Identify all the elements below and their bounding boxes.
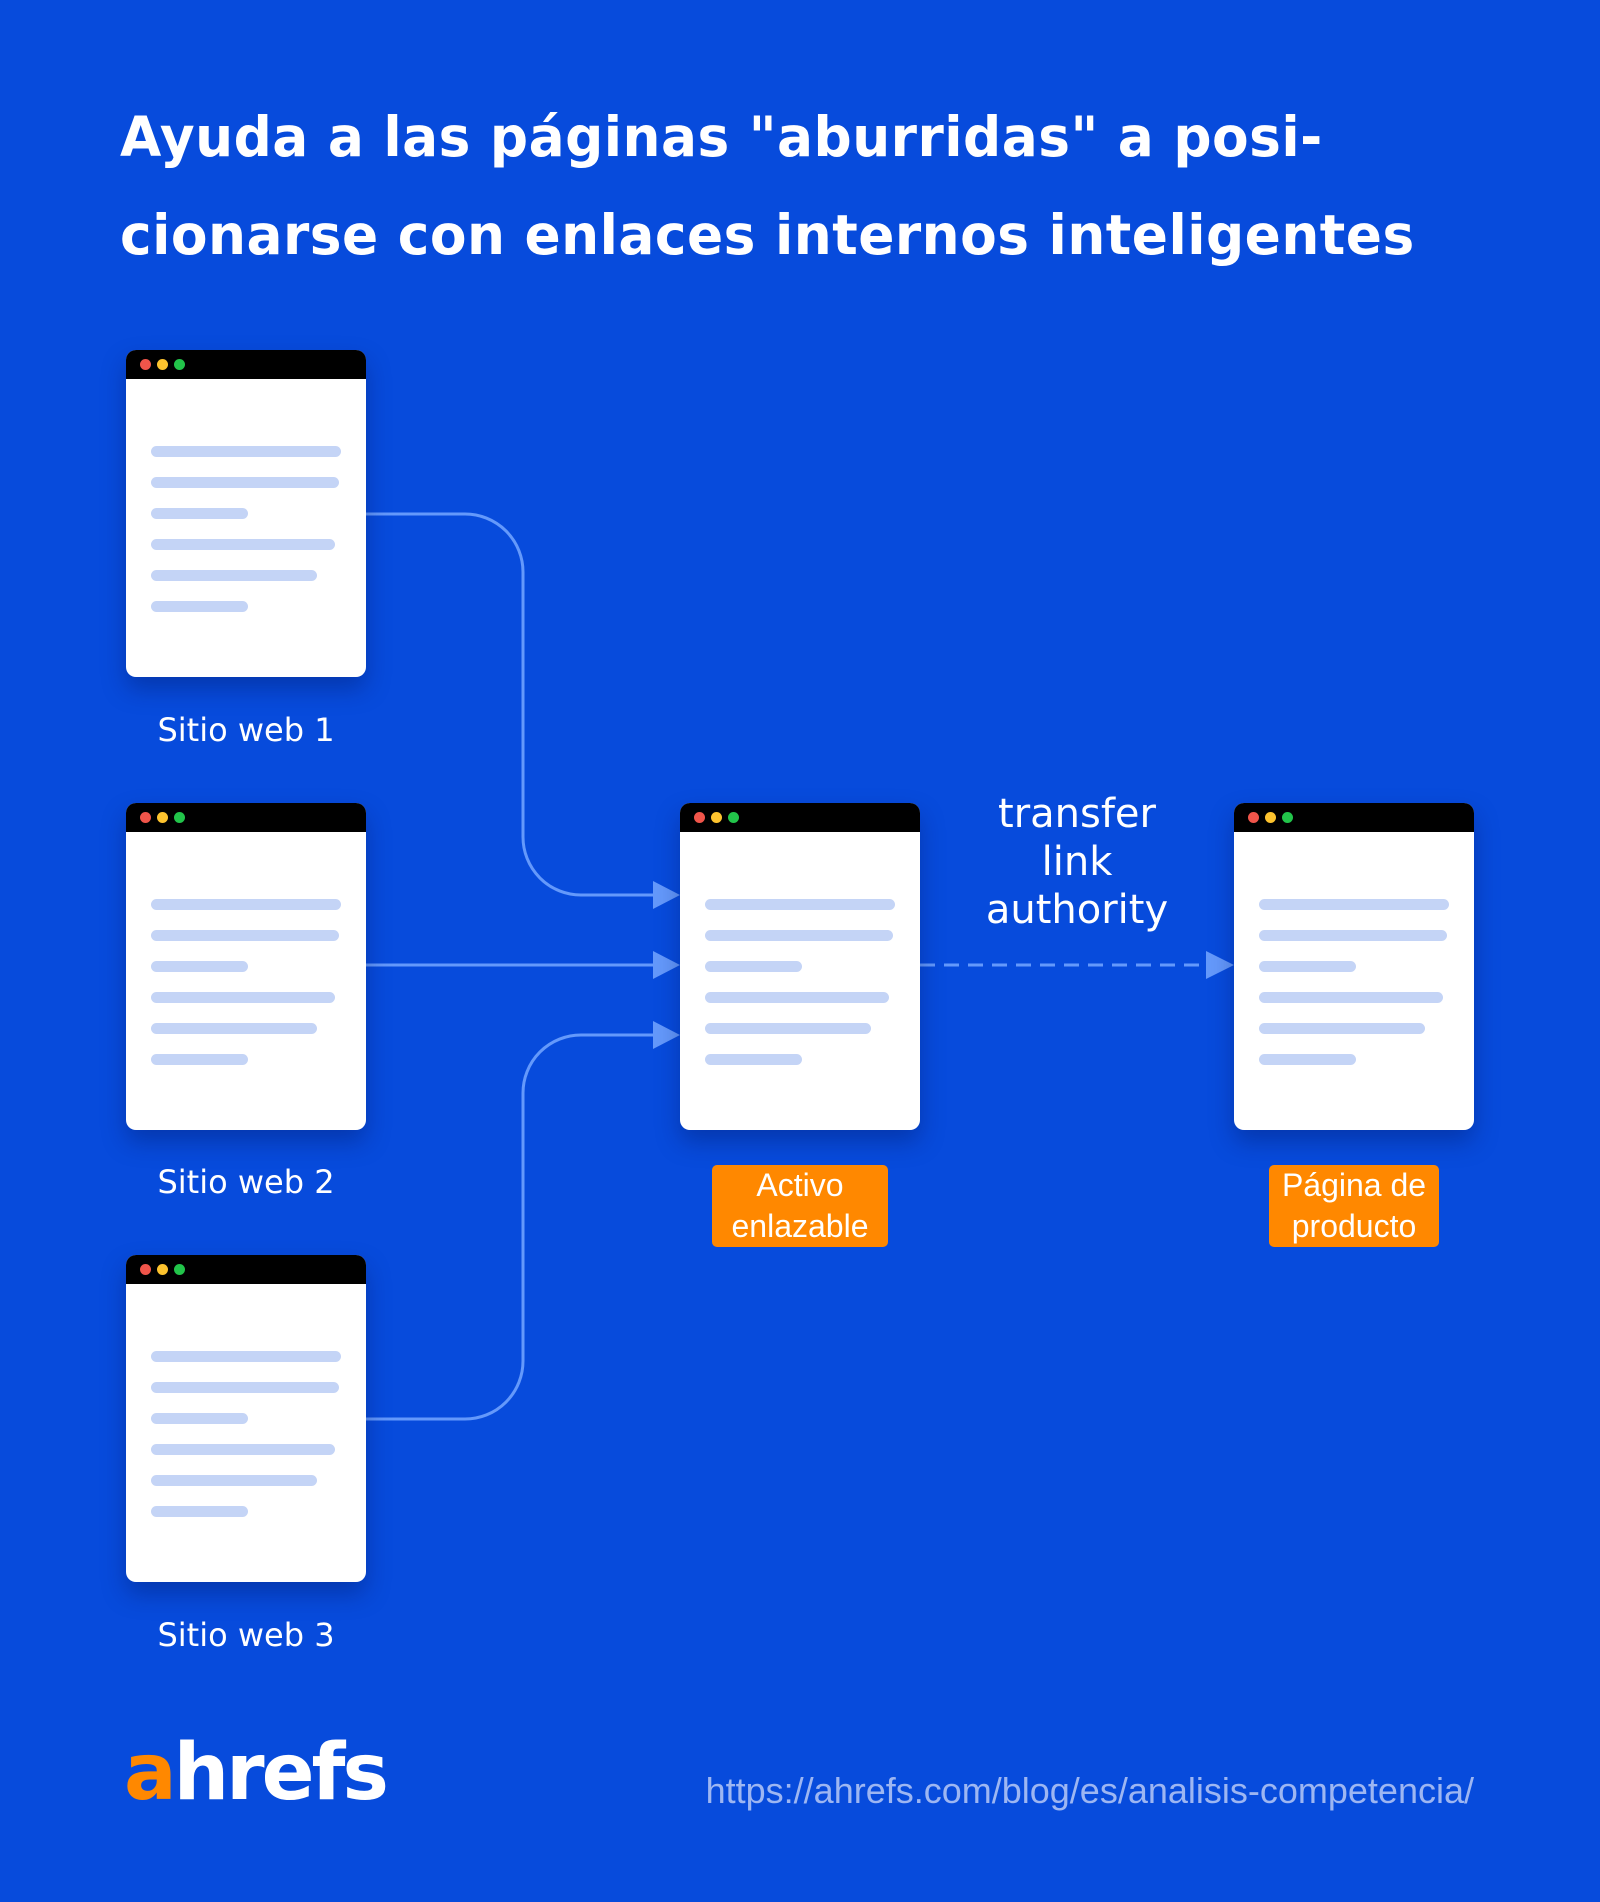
logo-accent: a [124, 1728, 177, 1818]
content-line [1259, 961, 1356, 972]
maximize-dot-icon [174, 359, 185, 370]
transfer-line-1: transfer [998, 791, 1156, 837]
arrow-right-icon [653, 951, 680, 979]
window-titlebar [126, 1255, 366, 1284]
transfer-link-authority-text: transfer link authority [957, 790, 1197, 934]
window-titlebar [680, 803, 920, 832]
content-line [705, 899, 895, 910]
connector-site1 [366, 512, 660, 897]
close-dot-icon [694, 812, 705, 823]
content-line [151, 477, 339, 488]
browser-window-icon [126, 803, 366, 1130]
maximize-dot-icon [174, 812, 185, 823]
transfer-line-3: authority [985, 887, 1169, 933]
hub-label-line-2: enlazable [731, 1208, 869, 1244]
close-dot-icon [140, 1264, 151, 1275]
minimize-dot-icon [157, 1264, 168, 1275]
minimize-dot-icon [157, 812, 168, 823]
content-line [705, 961, 802, 972]
page-title: Ayuda a las páginas "aburridas" a posi- … [120, 88, 1478, 284]
hub-label-line-1: Activo [756, 1167, 844, 1203]
window-titlebar [126, 350, 366, 379]
ahrefs-logo: ahrefs [124, 1728, 389, 1818]
content-line [1259, 992, 1443, 1003]
arrow-right-icon [653, 881, 680, 909]
content-line [151, 992, 335, 1003]
content-line [151, 539, 335, 550]
content-line [151, 601, 248, 612]
content-line [151, 570, 317, 581]
content-line [1259, 1054, 1356, 1065]
content-line [151, 1413, 248, 1424]
content-line [151, 899, 341, 910]
dashed-arrow-icon [1206, 951, 1234, 979]
logo-text: hrefs [173, 1728, 389, 1818]
content-line [151, 508, 248, 519]
content-line [151, 1475, 317, 1486]
content-line [1259, 899, 1449, 910]
content-line [151, 930, 339, 941]
content-line [151, 1054, 248, 1065]
minimize-dot-icon [157, 359, 168, 370]
title-line-2: cionarse con enlaces internos inteligent… [120, 203, 1415, 267]
content-line [1259, 1023, 1425, 1034]
content-line [151, 1444, 335, 1455]
minimize-dot-icon [711, 812, 722, 823]
content-line [151, 1023, 317, 1034]
target-label-line-1: Página de [1281, 1167, 1427, 1203]
transfer-line-2: link [1041, 839, 1113, 885]
minimize-dot-icon [1265, 812, 1276, 823]
content-line [1259, 930, 1447, 941]
content-line [151, 1506, 248, 1517]
hub-label: Activo enlazable [712, 1165, 888, 1247]
maximize-dot-icon [1282, 812, 1293, 823]
source-label-2: Sitio web 2 [157, 1163, 335, 1201]
title-line-1: Ayuda a las páginas "aburridas" a posi- [120, 105, 1323, 169]
source-url: https://ahrefs.com/blog/es/analisis-comp… [705, 1770, 1474, 1811]
source-label-1: Sitio web 1 [157, 711, 335, 749]
close-dot-icon [1248, 812, 1259, 823]
browser-window-icon [680, 803, 920, 1130]
content-line [151, 1351, 341, 1362]
content-line [705, 1023, 871, 1034]
maximize-dot-icon [174, 1264, 185, 1275]
content-line [151, 961, 248, 972]
browser-window-icon [126, 350, 366, 677]
source-label-3: Sitio web 3 [157, 1616, 335, 1654]
content-line [705, 930, 893, 941]
target-label-line-2: producto [1291, 1208, 1417, 1244]
content-line [151, 446, 341, 457]
content-line [151, 1382, 339, 1393]
browser-window-icon [1234, 803, 1474, 1130]
maximize-dot-icon [728, 812, 739, 823]
close-dot-icon [140, 359, 151, 370]
arrow-right-icon [653, 1021, 680, 1049]
close-dot-icon [140, 812, 151, 823]
content-line [705, 1054, 802, 1065]
connector-site3 [366, 1033, 660, 1421]
window-titlebar [126, 803, 366, 832]
window-titlebar [1234, 803, 1474, 832]
content-line [705, 992, 889, 1003]
browser-window-icon [126, 1255, 366, 1582]
target-label: Página de producto [1269, 1165, 1439, 1247]
